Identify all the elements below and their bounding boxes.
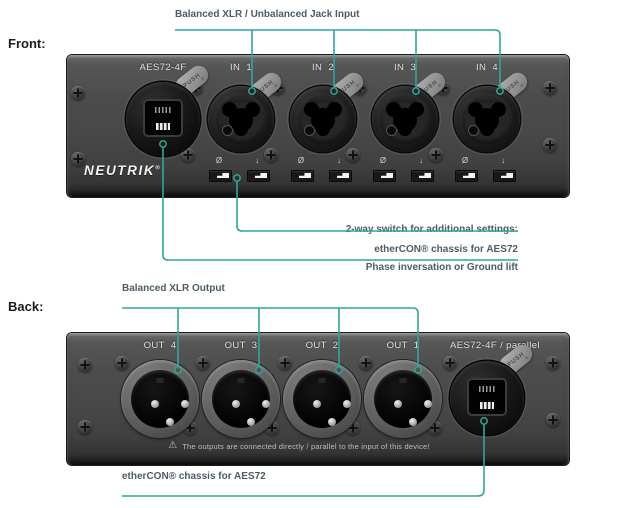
latch-release-icon — [222, 125, 233, 136]
phase-switch-4 — [455, 170, 478, 182]
combo-brand-text: NEUTRIK — [474, 99, 500, 104]
input-label-4: IN 4 — [475, 62, 499, 73]
phase-symbol: Ø — [461, 156, 469, 165]
xlr-shell — [283, 360, 361, 438]
front-ethercon-label: AES72-4F — [139, 62, 187, 73]
latch-release-icon — [304, 125, 315, 136]
combo-face: NEUTRIK — [216, 94, 266, 144]
xlr-face — [293, 370, 351, 428]
xlr-face — [374, 370, 432, 428]
warning-row: ⚠ The outputs are connected directly / p… — [168, 441, 429, 451]
back-ethercon-connector: PUSH — [450, 340, 537, 435]
screw-icon — [546, 413, 560, 427]
input-label-2: IN 2 — [311, 62, 335, 73]
xlr-shell — [121, 360, 199, 438]
xlr-output-3 — [202, 360, 280, 438]
xlr-shell — [364, 360, 442, 438]
back-panel: OUT 4 OUT 3 OUT 2 OUT 1 AES72-4F / paral… — [67, 333, 569, 465]
combo-face: NEUTRIK — [462, 94, 512, 144]
front-ethercon-note: etherCON® chassis for AES72 — [374, 244, 518, 255]
input-label-3: IN 3 — [393, 62, 417, 73]
ground-lift-symbol: ↓ — [255, 156, 259, 165]
phase-switch-1 — [209, 170, 232, 182]
ground-switch-1 — [247, 170, 270, 182]
output-label-1: OUT 1 — [386, 340, 420, 351]
xlr-output-4 — [121, 360, 199, 438]
switch-note-line2: Phase inversation or Ground lift — [365, 261, 518, 273]
combo-barrel: NEUTRIK — [372, 86, 438, 152]
combo-input-1: PUSH NEUTRIK — [208, 68, 286, 152]
combo-barrel: NEUTRIK — [208, 86, 274, 152]
phase-symbol: Ø — [297, 156, 305, 165]
combo-face: NEUTRIK — [298, 94, 348, 144]
xlr-face — [212, 370, 270, 428]
combo-barrel: NEUTRIK — [454, 86, 520, 152]
rj45-socket — [143, 99, 183, 137]
combo-input-3: PUSH NEUTRIK — [372, 68, 450, 152]
combo-brand-text: NEUTRIK — [392, 99, 418, 104]
combo-input-2: PUSH NEUTRIK — [290, 68, 368, 152]
combo-face: NEUTRIK — [380, 94, 430, 144]
phase-symbol: Ø — [379, 156, 387, 165]
xlr-face — [131, 370, 189, 428]
back-ethercon-note: etherCON® chassis for AES72 — [122, 471, 266, 482]
ground-lift-symbol: ↓ — [419, 156, 423, 165]
xlr-shell — [202, 360, 280, 438]
latch-release-icon — [386, 125, 397, 136]
balanced-xlr-input-note: Balanced XLR / Unbalanced Jack Input — [175, 9, 360, 20]
rj45-contacts-icon — [155, 107, 171, 113]
xlr-output-2 — [283, 360, 361, 438]
ground-lift-symbol: ↓ — [501, 156, 505, 165]
back-heading: Back: — [8, 299, 44, 314]
screw-icon — [78, 420, 92, 434]
combo-brand-text: NEUTRIK — [228, 99, 254, 104]
phase-switch-2 — [291, 170, 314, 182]
screw-icon — [71, 152, 85, 166]
input-label-1: IN 1 — [229, 62, 253, 73]
screw-icon — [543, 138, 557, 152]
ethercon-barrel — [126, 82, 200, 156]
output-label-3: OUT 3 — [224, 340, 258, 351]
front-ethercon-connector: PUSH — [126, 61, 213, 156]
output-label-4: OUT 4 — [143, 340, 177, 351]
front-heading: Front: — [8, 36, 46, 51]
combo-input-4: PUSH NEUTRIK — [454, 68, 532, 152]
neutrik-logo: NEUTRIK® — [84, 163, 160, 178]
screw-icon — [543, 81, 557, 95]
switch-note-line1: 2-way switch for additional settings: — [345, 224, 518, 235]
screw-icon — [78, 358, 92, 372]
latch-release-icon — [468, 125, 479, 136]
rj45-contacts-icon — [156, 123, 170, 130]
combo-barrel: NEUTRIK — [290, 86, 356, 152]
ground-switch-4 — [493, 170, 516, 182]
front-panel: AES72-4F IN 1 IN 2 IN 3 IN 4 PUSH — [67, 55, 569, 197]
rj45-socket — [467, 378, 507, 416]
ground-switch-3 — [411, 170, 434, 182]
screw-icon — [546, 356, 560, 370]
phase-symbol: Ø — [215, 156, 223, 165]
screw-icon — [443, 356, 457, 370]
rj45-contacts-icon — [479, 386, 495, 392]
balanced-xlr-output-note: Balanced XLR Output — [122, 283, 225, 294]
warning-icon: ⚠ — [168, 440, 178, 451]
ground-lift-symbol: ↓ — [337, 156, 341, 165]
warning-text: The outputs are connected directly / par… — [182, 441, 430, 451]
combo-brand-text: NEUTRIK — [310, 99, 336, 104]
output-label-2: OUT 2 — [305, 340, 339, 351]
ground-switch-2 — [329, 170, 352, 182]
ethercon-barrel — [450, 361, 524, 435]
rj45-contacts-icon — [480, 402, 494, 409]
phase-switch-3 — [373, 170, 396, 182]
xlr-output-1 — [364, 360, 442, 438]
screw-icon — [71, 86, 85, 100]
